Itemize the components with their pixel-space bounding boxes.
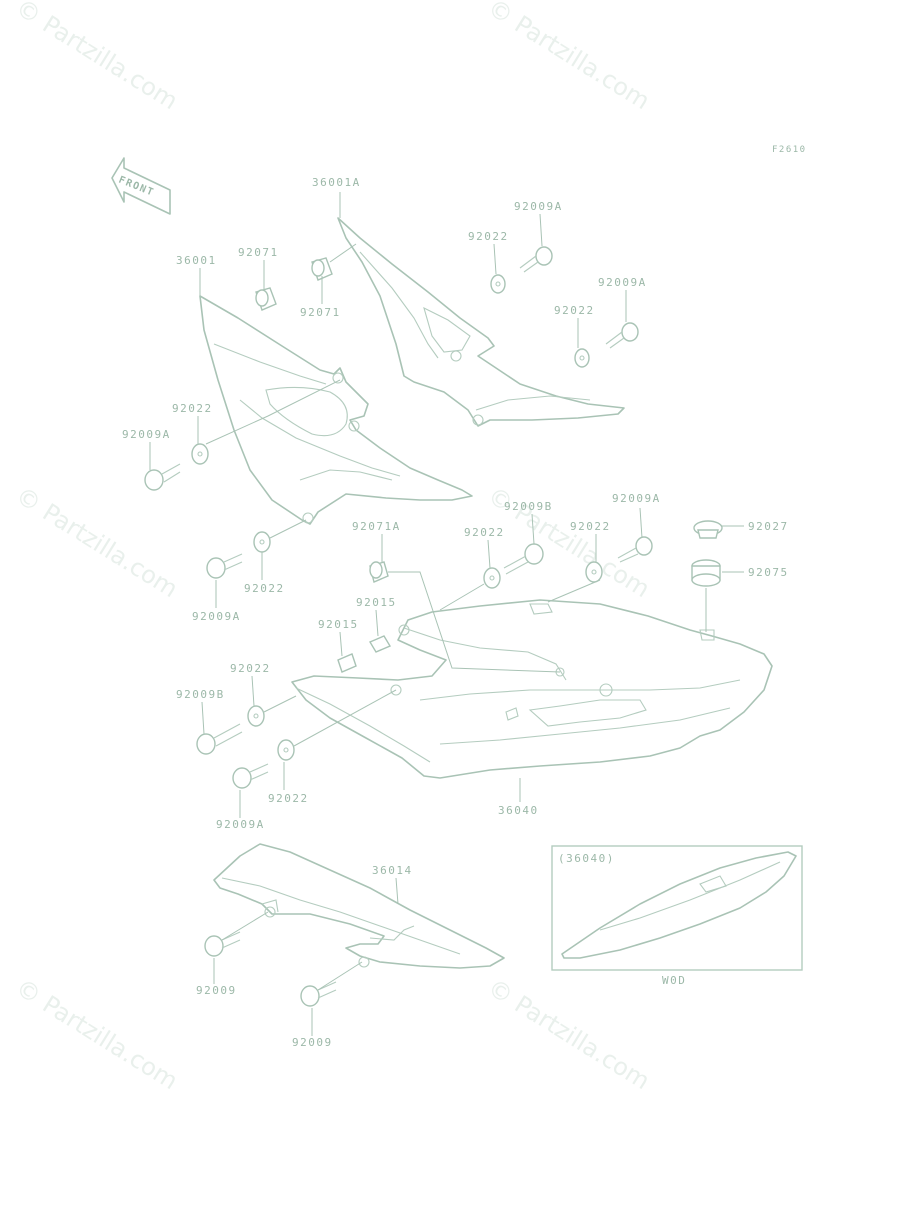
part-label: 36001 (176, 254, 217, 267)
part-label: 92009A (192, 610, 241, 623)
watermark: © Partzilla.com (11, 0, 183, 115)
washer-icon (253, 531, 271, 553)
part-label: 92075 (748, 566, 789, 579)
part-labels: 36001A 92009A 92022 92071 36001 92071 92… (122, 176, 789, 1049)
part-label: 92071 (300, 306, 341, 319)
part-label: 92071A (352, 520, 401, 533)
part-label: 36040 (498, 804, 539, 817)
part-label: 92009A (612, 492, 661, 505)
side-cover-36001 (199, 295, 473, 525)
bolt-icon (617, 536, 653, 563)
part-label: 92027 (748, 520, 789, 533)
bolt-icon (605, 322, 639, 349)
inset-part-label: (36040) (558, 852, 615, 865)
part-label: 92009B (504, 500, 553, 513)
grommet-icon (369, 561, 389, 583)
watermark: © Partzilla.com (483, 973, 655, 1095)
cap-92027-icon (693, 520, 723, 539)
part-label: 36014 (372, 864, 413, 877)
grommet-icon (255, 287, 277, 311)
part-label: 92022 (554, 304, 595, 317)
part-label: 92009A (514, 200, 563, 213)
inset-box: (36040) W0D (551, 845, 803, 987)
part-label: 92009 (196, 984, 237, 997)
washer-icon (191, 443, 209, 465)
part-label: 92009A (216, 818, 265, 831)
washer-icon (585, 561, 603, 583)
bolt-icon (206, 553, 243, 579)
figure-code: F2610 (772, 145, 807, 155)
washer-icon (490, 274, 506, 294)
washer-icon (247, 705, 265, 727)
part-label: 92022 (244, 582, 285, 595)
part-label: 92015 (318, 618, 359, 631)
inset-caption: W0D (662, 974, 686, 987)
bolt-icon (519, 246, 553, 273)
front-label: FRONT (117, 175, 156, 199)
part-label: 92022 (230, 662, 271, 675)
part-label: 92022 (172, 402, 213, 415)
chain-cover-36014 (213, 843, 505, 969)
bolt-icon (204, 931, 241, 957)
part-label: 92009A (598, 276, 647, 289)
damper-92075-icon (691, 559, 721, 587)
bolt-icon (300, 981, 337, 1007)
part-label: 92009A (122, 428, 171, 441)
part-label: 36001A (312, 176, 361, 189)
bolt-icon (196, 723, 243, 755)
part-label: 92022 (464, 526, 505, 539)
part-label: 92009 (292, 1036, 333, 1049)
bolt-icon (232, 763, 269, 789)
watermark: © Partzilla.com (483, 0, 655, 115)
part-label: 92071 (238, 246, 279, 259)
side-cover-36001A (337, 217, 625, 427)
washer-icon (277, 739, 295, 761)
collar-icon (337, 653, 357, 673)
watermarks: © Partzilla.com © Partzilla.com © Partzi… (11, 0, 655, 1095)
part-label: 92015 (356, 596, 397, 609)
part-label: 92022 (268, 792, 309, 805)
washer-icon (483, 567, 501, 589)
part-label: 92022 (468, 230, 509, 243)
part-label: 92009B (176, 688, 225, 701)
leader-lines (149, 192, 744, 1036)
part-label: 92022 (570, 520, 611, 533)
grommet-icon (311, 257, 333, 281)
watermark: © Partzilla.com (11, 481, 183, 603)
front-arrow-icon: FRONT (111, 157, 171, 215)
watermark: © Partzilla.com (11, 973, 183, 1095)
collar-icon (368, 635, 392, 653)
tail-cover-36040 (291, 599, 773, 779)
bolt-icon (503, 543, 544, 575)
washer-icon (574, 348, 590, 368)
bolt-icon (144, 463, 181, 491)
